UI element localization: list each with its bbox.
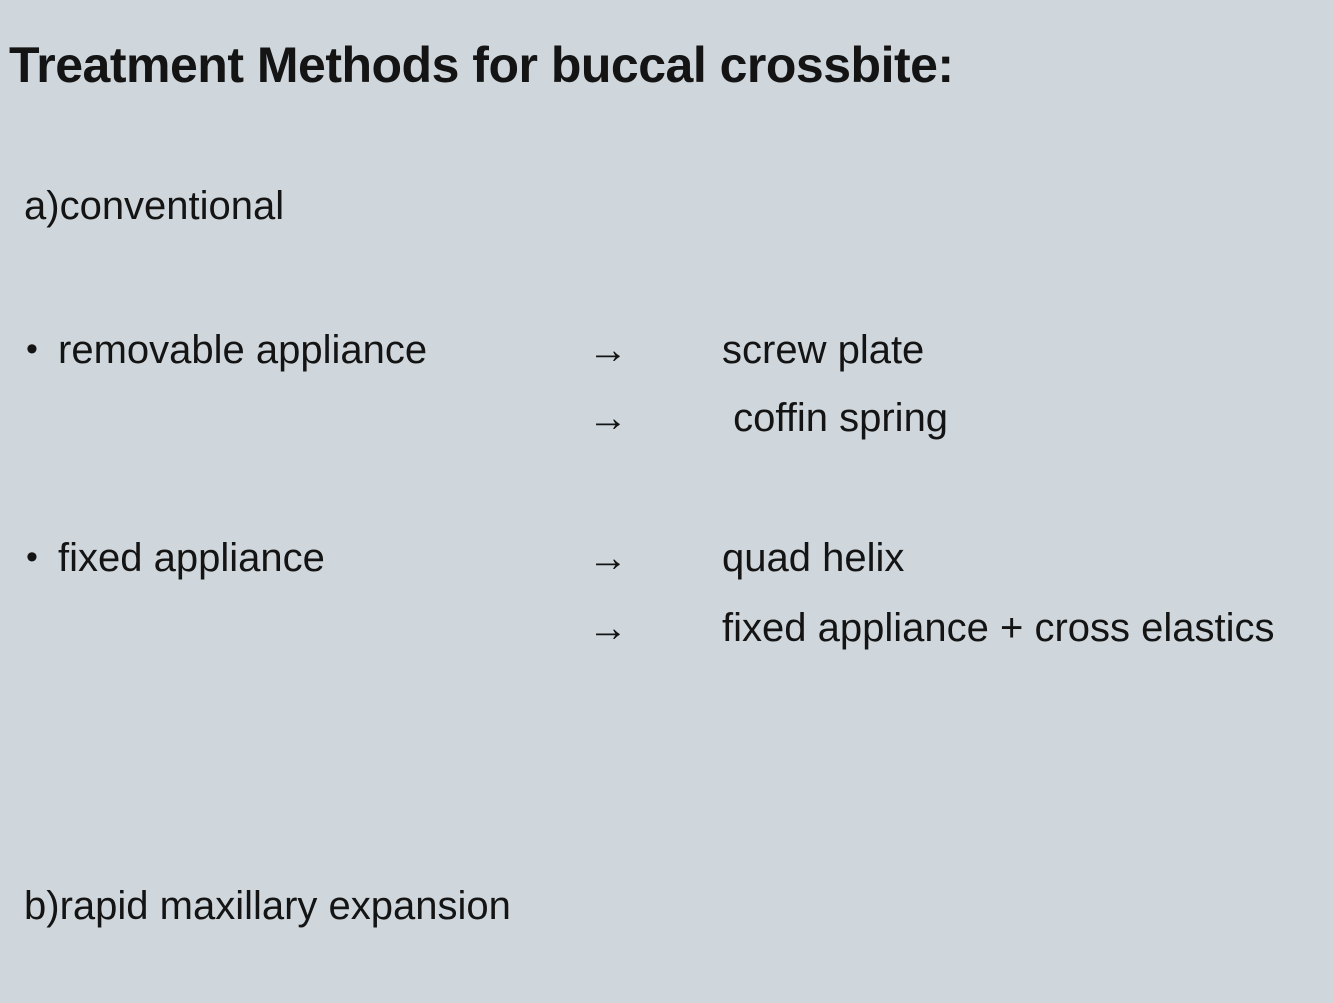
appliance-label: fixed appliance: [58, 536, 325, 580]
bullet-icon: •: [26, 330, 38, 368]
treatment-label: quad helix: [722, 536, 905, 580]
arrow-right-icon: →: [588, 606, 628, 650]
treatment-row: → coffin spring: [0, 396, 1334, 448]
treatment-row: → fixed appliance + cross elastics: [0, 606, 1334, 658]
section-b-label: b)rapid maxillary expansion: [24, 884, 511, 928]
treatment-row: • removable appliance → screw plate: [0, 328, 1334, 380]
slide-title: Treatment Methods for buccal crossbite:: [9, 37, 954, 93]
treatment-row: • fixed appliance → quad helix: [0, 536, 1334, 588]
appliance-label: removable appliance: [58, 328, 428, 372]
arrow-right-icon: →: [588, 328, 628, 372]
bullet-icon: •: [26, 538, 38, 576]
section-a-label: a)conventional: [24, 184, 285, 228]
treatment-label: screw plate: [722, 328, 925, 372]
treatment-label: fixed appliance + cross elastics: [722, 606, 1275, 650]
treatment-label: coffin spring: [722, 396, 949, 440]
arrow-right-icon: →: [588, 396, 628, 440]
arrow-right-icon: →: [588, 536, 628, 580]
